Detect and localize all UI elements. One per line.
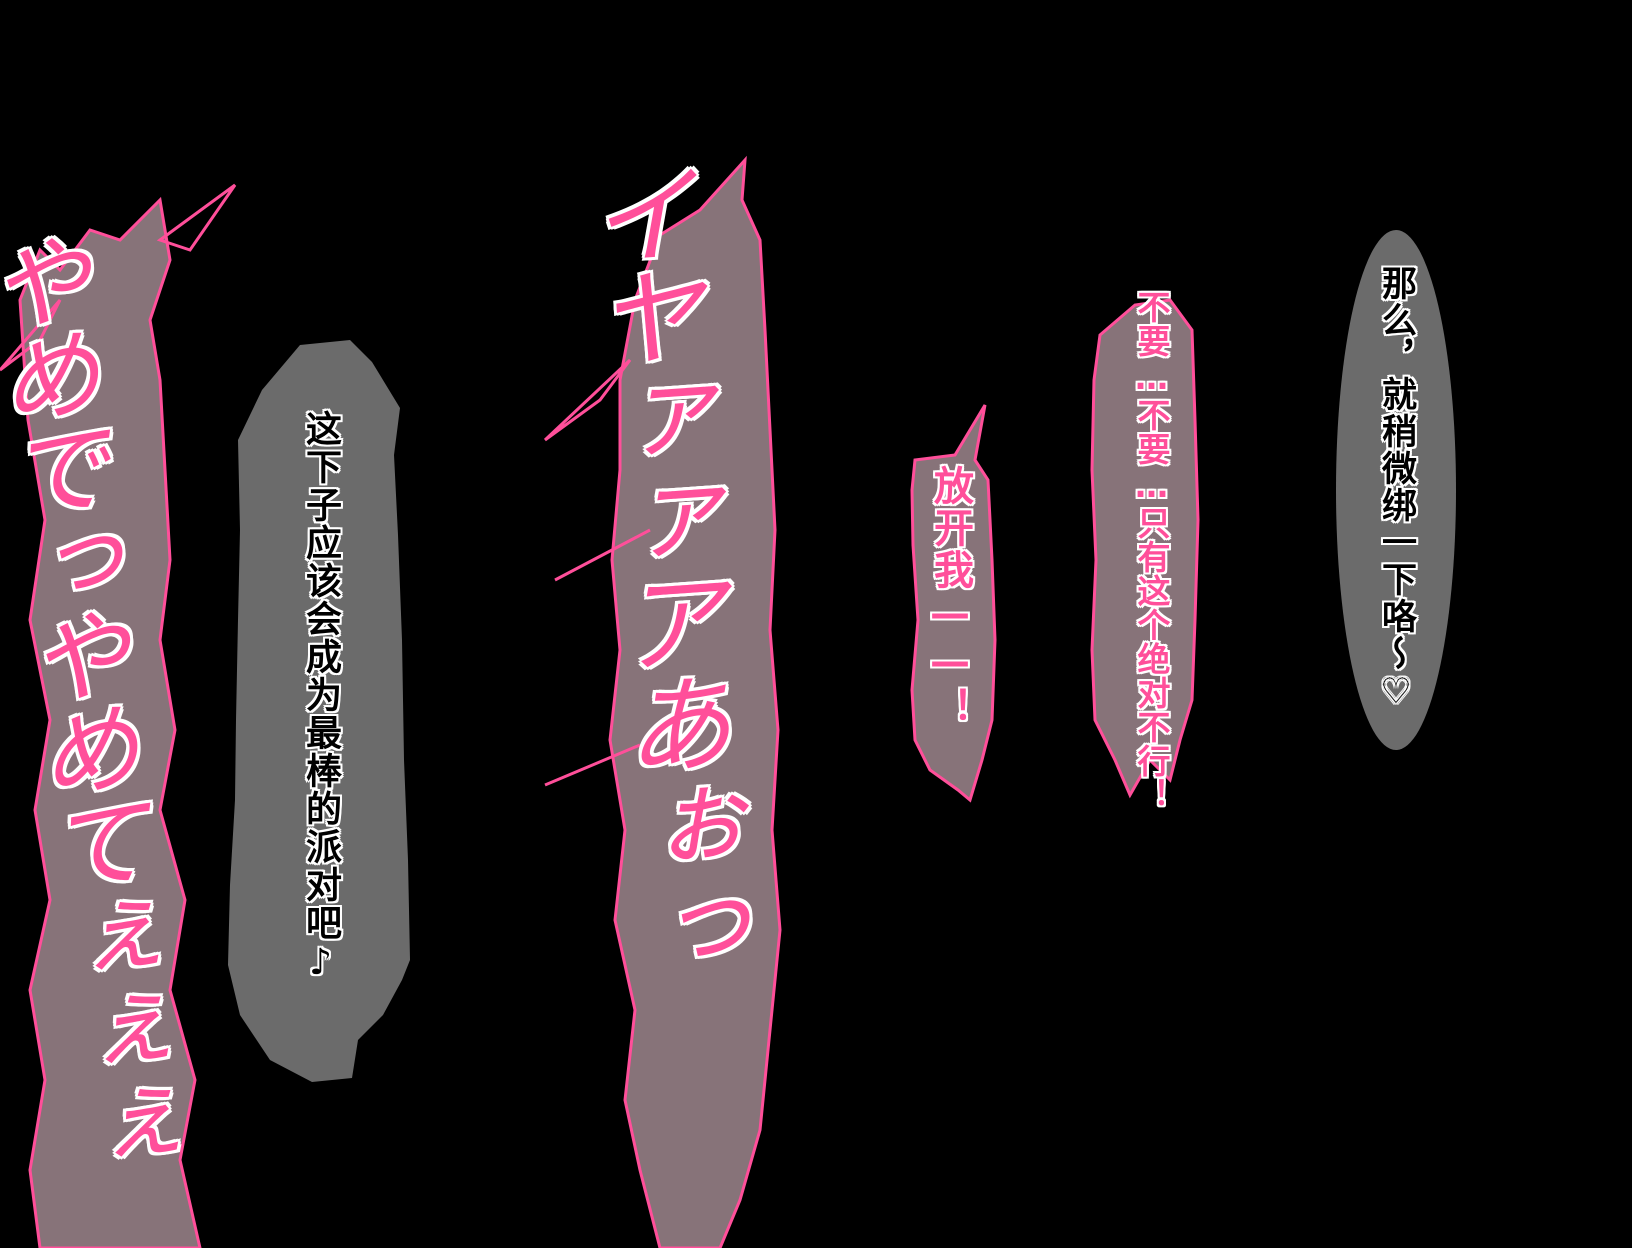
dialog-tie: 那么，就稍微绑一下咯～♡	[1376, 265, 1416, 714]
speech-bubble-release	[910, 404, 997, 803]
dialog-release: 放开我——！	[927, 465, 973, 729]
dialog-no: 不要…不要…只有这个绝对不行！	[1132, 290, 1171, 812]
scream-bubble-center	[608, 155, 782, 1248]
speech-bubble-no	[1090, 298, 1200, 799]
dialog-party: 这下子应该会成为最棒的派对吧♪	[300, 410, 341, 985]
spike-left	[0, 183, 237, 372]
speech-bubble-party	[228, 340, 410, 1082]
spike-center	[543, 358, 651, 787]
scream-bubble-left	[18, 196, 202, 1248]
speech-bubble-tie	[1336, 230, 1456, 750]
